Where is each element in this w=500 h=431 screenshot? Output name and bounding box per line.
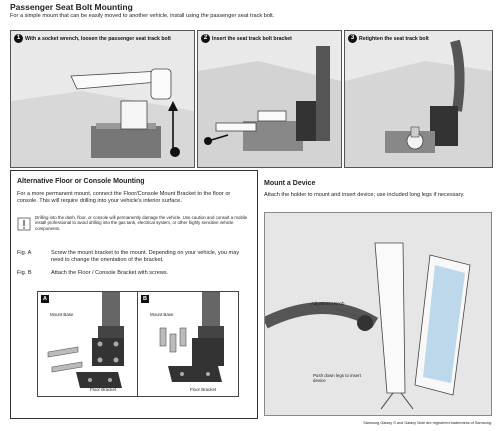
fig-b-badge: B (141, 295, 149, 303)
step-1-number: 1 (14, 34, 23, 43)
fig-a-text: Screw the mount bracket to the mount. De… (51, 250, 240, 263)
fig-a-illustration (47, 292, 124, 388)
fig-b-text: Attach the Floor / Console Bracket with … (51, 270, 169, 276)
fig-b-label: Fig. B (17, 270, 32, 276)
warning-note: Drilling into the dash, floor, or consol… (17, 215, 251, 243)
fig-a-panel: A Mount Base Floor Bracket (37, 291, 139, 397)
push-down-legs-label: Push down legs to insert device (313, 373, 361, 384)
trademark-note: Samsung Galaxy S and Galaxy Note are reg… (363, 421, 492, 425)
mount-device-title: Mount a Device (264, 180, 316, 187)
warning-text: Drilling into the dash, floor, or consol… (35, 215, 248, 231)
fig-a-badge: A (41, 295, 49, 303)
mount-device-panel: Adjustment Knob Push down legs to insert… (264, 212, 492, 416)
fig-a-mount-base-label: Mount Base (50, 312, 74, 317)
alt-mounting-intro: For a more permanent mount, connect the … (17, 191, 231, 204)
fig-a-label: Fig. A (17, 250, 32, 256)
socket-wrench-illustration (11, 68, 194, 167)
step-2-number: 2 (201, 34, 210, 43)
warning-icon (17, 217, 31, 231)
alt-mounting-box: Alternative Floor or Console Mounting Fo… (10, 170, 258, 419)
fig-a-floor-bracket-label: Floor Bracket (90, 387, 117, 392)
device-holder-illustration (265, 242, 471, 410)
alt-mounting-title: Alternative Floor or Console Mounting (17, 178, 145, 185)
adjustment-knob-label: Adjustment Knob (311, 301, 345, 306)
seat-bracket-illustration (198, 46, 341, 167)
retighten-bolt-illustration (345, 39, 492, 167)
mount-device-text: Attach the holder to mount and insert de… (264, 192, 465, 198)
page-subtitle: For a simple mount that can be easily mo… (10, 13, 275, 19)
fig-b-mount-base-label: Mount Base (150, 312, 174, 317)
fig-b-floor-bracket-label: Floor Bracket (190, 387, 217, 392)
page-title: Passenger Seat Bolt Mounting (10, 2, 133, 12)
fig-b-panel: B Mount Base Floor Bracket (137, 291, 239, 397)
step-3-number: 3 (348, 34, 357, 43)
fig-b-illustration (159, 292, 224, 382)
